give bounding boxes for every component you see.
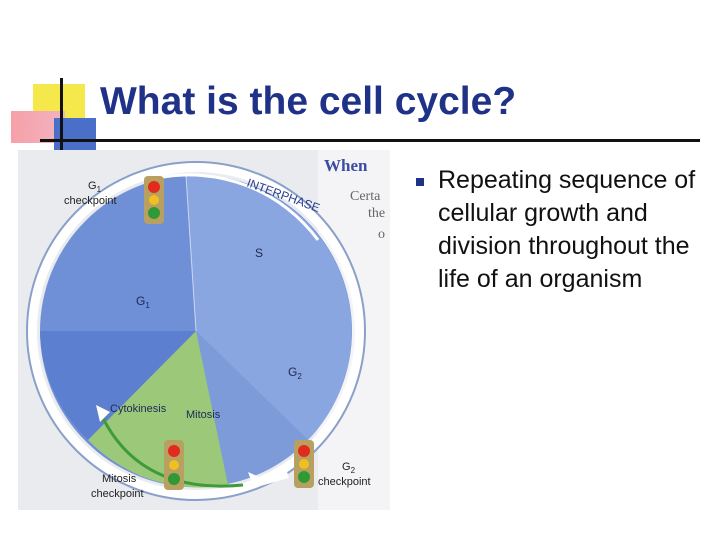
g1-traffic-light-icon [144, 176, 164, 224]
g1-checkpoint-symbol: G1 [88, 180, 102, 194]
decor-vertical-line [60, 78, 63, 160]
cytokinesis-arrowhead [96, 405, 110, 422]
g2-checkpoint-word: checkpoint [318, 476, 371, 488]
g2-phase-label: G2 [288, 365, 302, 381]
g1-checkpoint-word: checkpoint [64, 195, 117, 207]
g1-phase-slice [40, 331, 196, 440]
g1-phase-label: G1 [136, 294, 150, 310]
slide-title: What is the cell cycle? [100, 80, 517, 123]
bullet-square-icon [416, 178, 424, 186]
side-text-2: the [368, 206, 385, 221]
side-text-1: Certa [350, 189, 381, 204]
bullet-item: Repeating sequence of cellular growth an… [438, 166, 696, 293]
s-phase-slice [186, 175, 352, 440]
figure-header-text: When [324, 156, 368, 175]
g2-traffic-light-icon [294, 440, 314, 488]
s-phase-label: S [255, 246, 263, 260]
decor-horizontal-line [40, 139, 700, 142]
mitosis-arrow [98, 411, 244, 488]
cycle-outer-border [26, 161, 366, 501]
mitosis-checkpoint-line2: checkpoint [91, 488, 144, 500]
mitosis-checkpoint-line1: Mitosis [102, 473, 137, 485]
side-text-3: o [378, 227, 385, 242]
interphase-arrow [157, 173, 320, 241]
mitosis-label: Mitosis [186, 409, 221, 421]
g2-checkpoint-symbol: G2 [342, 461, 356, 475]
cycle-outer-ring [27, 162, 365, 500]
cytokinesis-label: Cytokinesis [110, 403, 167, 415]
cell-cycle-figure: INTERPHASE When Certa the o S G1 G2 Mito… [18, 150, 390, 510]
mitosis-traffic-light-icon [164, 440, 184, 490]
